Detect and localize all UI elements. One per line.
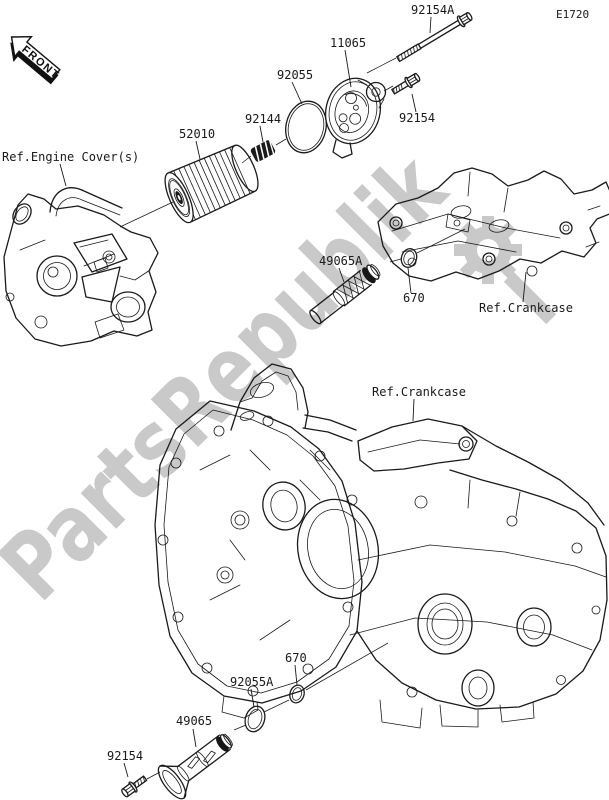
- oil-filter-element-drawing: [164, 144, 259, 224]
- part-label-92055a: 92055A: [230, 675, 274, 689]
- part-label-49065: 49065: [176, 714, 212, 728]
- ref-label-crankcase-upper: Ref.Crankcase: [479, 301, 573, 315]
- spring-drawing: [250, 139, 276, 162]
- watermark-slash: [503, 271, 557, 325]
- part-label-92144: 92144: [245, 112, 281, 126]
- oring-large-lower-drawing: [244, 705, 266, 733]
- assembly-axis-lines: [119, 57, 466, 780]
- part-label-92154a: 92154A: [411, 3, 455, 17]
- leader-lines: [59, 16, 527, 778]
- oring-small-lower-drawing: [289, 684, 305, 704]
- part-label-52010: 52010: [179, 127, 215, 141]
- oring-large-drawing: [285, 100, 327, 154]
- page-code: E1720: [556, 8, 589, 21]
- watermark: PartsRepublik: [0, 133, 557, 621]
- crankcase-bracket-drawing: [377, 167, 609, 282]
- part-label-670-top: 670: [403, 291, 425, 305]
- part-label-670-bottom: 670: [285, 651, 307, 665]
- part-label-92055: 92055: [277, 68, 313, 82]
- oil-filter-cap-drawing: [324, 77, 387, 159]
- watermark-text: PartsRepublik: [0, 133, 467, 620]
- part-label-49065a: 49065A: [319, 254, 363, 268]
- engine-cover-drawing: [3, 187, 159, 347]
- oil-pipe-upper-drawing: [309, 264, 381, 325]
- part-label-11065: 11065: [330, 36, 366, 50]
- oil-pipe-lower-drawing: [157, 733, 233, 800]
- ref-label-engine-cover: Ref.Engine Cover(s): [2, 150, 139, 164]
- part-label-92154-top: 92154: [399, 111, 435, 125]
- part-label-92154-bottom: 92154: [107, 749, 143, 763]
- front-direction-arrow: FRONT: [10, 35, 62, 85]
- ref-label-crankcase-main: Ref.Crankcase: [372, 385, 466, 399]
- oring-small-upper-drawing: [400, 248, 418, 268]
- bolt-short-drawing: [391, 72, 421, 95]
- bolt-lower-drawing: [121, 775, 148, 798]
- bolt-long-drawing: [396, 12, 473, 63]
